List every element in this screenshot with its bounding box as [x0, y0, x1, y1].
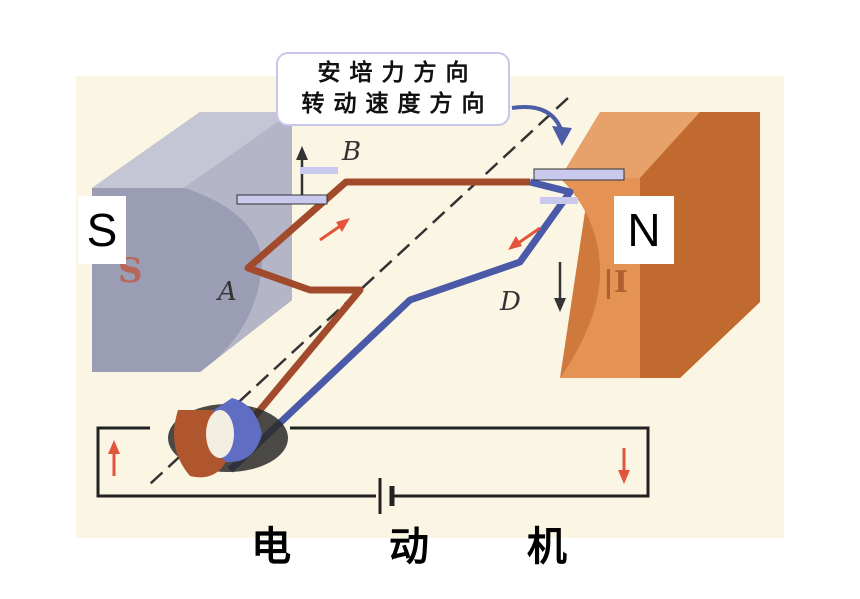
north-magnet-engraved-letter: |I: [603, 265, 628, 300]
direction-legend-callout: 安培力方向 转动速度方向: [276, 52, 510, 126]
rotation-direction-arrow: [511, 105, 572, 146]
external-circuit: [96, 426, 650, 514]
point-label-b: B: [341, 137, 361, 167]
diagram-caption: 电 动 机: [251, 524, 609, 570]
blank-bar-d-small: [540, 197, 578, 204]
blank-bar-d-top: [533, 168, 625, 181]
callout-line-ampere-force: 安培力方向: [317, 60, 478, 86]
copper-coil-side: [207, 178, 530, 473]
blue-coil-side: [227, 178, 574, 473]
south-magnet: S: [92, 112, 292, 372]
blank-bar-b-top: [300, 167, 338, 174]
commutator: [168, 398, 288, 478]
force-arrow-d: [554, 262, 566, 312]
point-label-a: A: [216, 277, 237, 307]
south-pole-label: S: [78, 196, 126, 264]
blank-bar-b-left: [236, 194, 328, 205]
point-label-d: D: [499, 287, 521, 317]
current-arrow-ab: [319, 218, 350, 242]
north-pole-label: N: [614, 196, 674, 264]
current-arrow-cd: [508, 226, 541, 250]
force-arrow-b: [296, 146, 308, 196]
callout-line-rotation-speed: 转动速度方向: [301, 91, 494, 117]
